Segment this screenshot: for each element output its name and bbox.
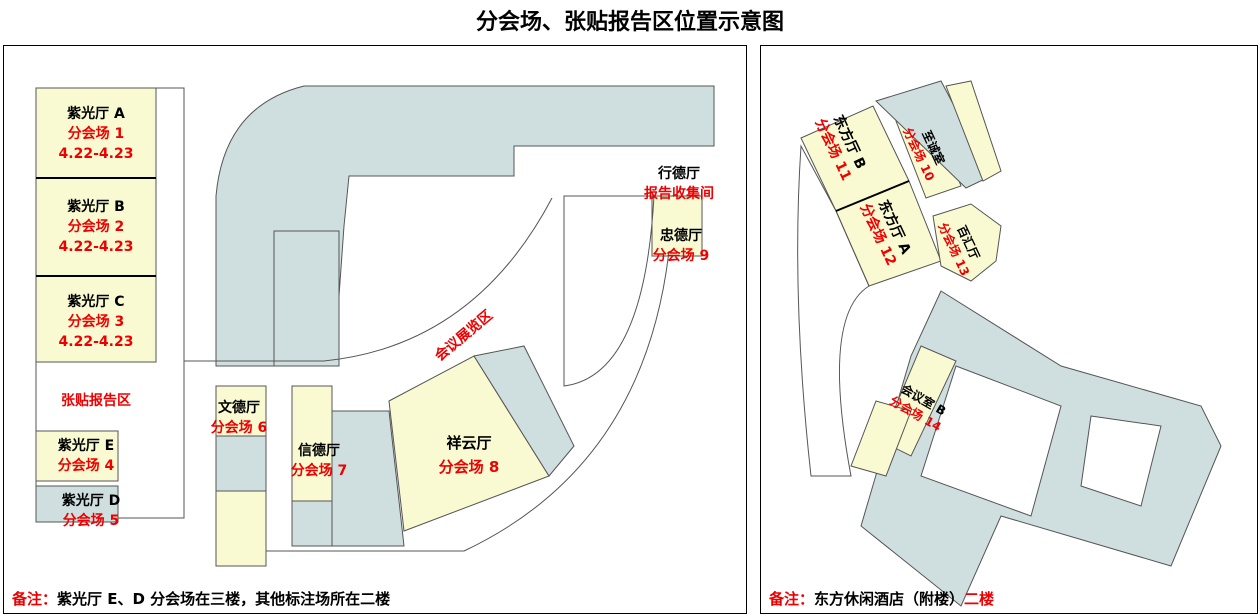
note-label: 备注： — [12, 590, 58, 608]
note-text: 东方休闲酒店（附楼） — [814, 590, 965, 608]
page-title: 分会场、张贴报告区位置示意图 — [475, 10, 784, 35]
room-name: 文德厅 — [218, 400, 260, 416]
note-label: 备注： — [769, 590, 815, 608]
room-name: 紫光厅 C — [67, 294, 125, 310]
room-name: 忠德厅 — [660, 228, 702, 244]
venue-label: 分会场 7 — [290, 463, 348, 479]
poster-area-label: 张贴报告区 — [61, 393, 131, 409]
annex-floor-plan-drawing — [797, 80, 1222, 607]
date-label: 4.22-4.23 — [58, 239, 134, 255]
room-name: 信德厅 — [298, 443, 340, 459]
floor-plan-drawing — [35, 85, 715, 567]
venue-label: 分会场 5 — [62, 513, 120, 529]
room-zigguang-e: 紫光厅 E 分会场 4 — [36, 436, 136, 476]
venue-label: 分会场 9 — [652, 248, 710, 264]
date-label: 4.22-4.23 — [58, 146, 134, 162]
note-floor: 二楼 — [964, 590, 995, 608]
room-name: 紫光厅 B — [67, 199, 125, 215]
room-name: 行德厅 — [658, 166, 700, 182]
room-xiangyun: 祥云厅分会场 8 — [424, 431, 514, 479]
room-zhongde: 忠德厅分会场 9 — [636, 226, 726, 266]
room-name: 紫光厅 E — [57, 438, 115, 454]
left-note: 备注：紫光厅 E、D 分会场在三楼，其他标注场所在二楼 — [12, 588, 390, 609]
venue-label: 分会场 3 — [67, 314, 125, 330]
venue-label: 分会场 2 — [67, 219, 125, 235]
room-name: 祥云厅 — [446, 434, 492, 452]
room-zigguang-d: 紫光厅 D 分会场 5 — [36, 491, 146, 531]
room-xinde: 信德厅分会场 7 — [279, 441, 359, 481]
room-zigguang-a: 紫光厅 A 分会场 1 4.22-4.23 — [36, 104, 156, 164]
right-note: 备注：东方休闲酒店（附楼）二楼 — [769, 588, 994, 609]
date-label: 4.22-4.23 — [58, 334, 134, 350]
room-name: 紫光厅 D — [61, 493, 121, 509]
venue-label: 分会场 4 — [57, 458, 115, 474]
room-zigguang-b: 紫光厅 B 分会场 2 4.22-4.23 — [36, 197, 156, 257]
venue-label: 报告收集间 — [644, 186, 714, 202]
venue-label: 分会场 1 — [67, 126, 125, 142]
room-name: 紫光厅 A — [67, 106, 125, 122]
venue-label: 分会场 6 — [210, 420, 268, 436]
note-text: 紫光厅 E、D 分会场在三楼，其他标注场所在二楼 — [57, 590, 391, 608]
room-zigguang-c: 紫光厅 C 分会场 3 4.22-4.23 — [36, 292, 156, 352]
venue-label: 分会场 8 — [438, 458, 500, 476]
room-wende: 文德厅分会场 6 — [204, 398, 274, 438]
room-xingde: 行德厅报告收集间 — [634, 164, 724, 204]
